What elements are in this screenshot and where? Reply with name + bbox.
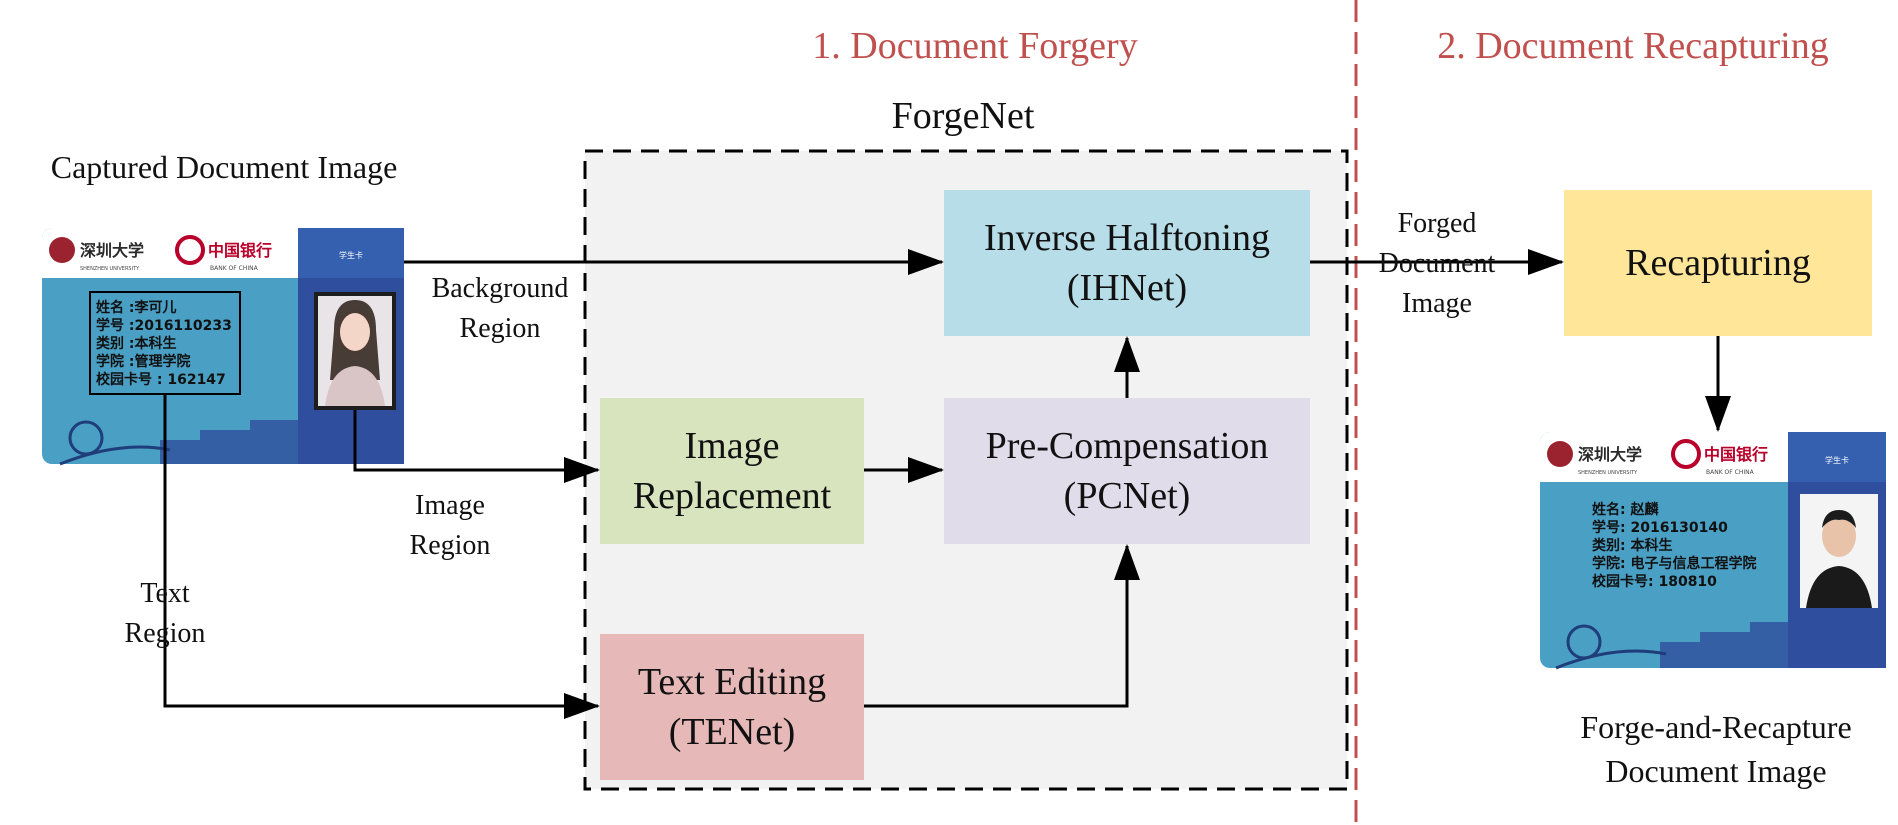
- input-card-university: 深圳大学: [80, 241, 144, 260]
- forgenet-label: ForgeNet: [892, 95, 1035, 137]
- input-card-bank: 中国银行: [208, 241, 272, 260]
- output-title-line2: Document Image: [1605, 753, 1826, 789]
- node-pcnet-line2: (PCNet): [1064, 475, 1191, 517]
- input-card-line-5: 校园卡号 : 162147: [96, 371, 226, 388]
- output-card-university-en: SHENZHEN UNIVERSITY: [1578, 470, 1638, 476]
- node-pcnet: Pre-Compensation (PCNet): [944, 398, 1310, 544]
- input-card-university-en: SHENZHEN UNIVERSITY: [80, 266, 140, 272]
- node-pcnet-line1: Pre-Compensation: [986, 425, 1269, 467]
- input-card-line-4: 学院 :管理学院: [96, 353, 190, 370]
- node-recapturing: Recapturing: [1564, 190, 1872, 336]
- node-image-replacement-line2: Replacement: [633, 475, 832, 517]
- output-card-line-1: 姓名: 赵麟: [1592, 501, 1659, 518]
- node-image-replacement: Image Replacement: [600, 398, 864, 544]
- edge-label-image-line1: Image: [415, 490, 485, 521]
- node-tenet-line1: Text Editing: [638, 661, 826, 703]
- output-card-bank-en: BANK OF CHINA: [1706, 469, 1755, 476]
- input-title: Captured Document Image: [51, 149, 398, 185]
- output-title-line1: Forge-and-Recapture: [1580, 709, 1851, 745]
- input-id-card: 学生卡 深圳大学 SHENZHEN UNIVERSITY 中国银行 BANK O…: [42, 228, 404, 466]
- output-card-university: 深圳大学: [1578, 445, 1642, 464]
- edge-label-forged-line2: Document: [1379, 248, 1496, 279]
- section-title-forgery: 1. Document Forgery: [812, 25, 1137, 67]
- input-card-line-2: 学号 :2016110233: [96, 317, 232, 334]
- edge-image-to-replacement: [353, 410, 600, 483]
- node-ihnet-line2: (IHNet): [1067, 267, 1187, 309]
- edge-label-forged-line1: Forged: [1398, 208, 1477, 239]
- input-card-line-3: 类别 :本科生: [96, 335, 176, 352]
- node-recapturing-label: Recapturing: [1625, 242, 1811, 284]
- node-tenet: Text Editing (TENet): [600, 634, 864, 780]
- edge-label-background-line2: Region: [460, 313, 541, 344]
- edge-text-to-tenet: [163, 394, 600, 719]
- node-ihnet: Inverse Halftoning (IHNet): [944, 190, 1310, 336]
- input-card-tag: 学生卡: [339, 250, 363, 260]
- node-image-replacement-line1: Image: [685, 425, 780, 467]
- output-id-card: 学生卡 深圳大学 SHENZHEN UNIVERSITY 中国银行 BANK O…: [1540, 432, 1886, 670]
- output-card-line-2: 学号: 2016130140: [1592, 519, 1728, 536]
- output-card-line-4: 学院: 电子与信息工程学院: [1592, 555, 1756, 572]
- output-card-line-5: 校园卡号: 180810: [1592, 573, 1717, 590]
- edge-label-text-line1: Text: [140, 578, 190, 609]
- input-card-line-1: 姓名 :李可儿: [96, 299, 176, 316]
- edge-label-text-line2: Region: [125, 618, 206, 649]
- edge-tenet-to-pcnet: [864, 544, 1140, 708]
- output-card-bank: 中国银行: [1704, 445, 1768, 464]
- edge-label-forged-line3: Image: [1402, 288, 1472, 319]
- output-card-photo-face: [1822, 515, 1856, 557]
- input-card-bank-en: BANK OF CHINA: [210, 265, 259, 272]
- node-ihnet-line1: Inverse Halftoning: [984, 217, 1270, 259]
- section-title-recapturing: 2. Document Recapturing: [1437, 25, 1829, 67]
- node-tenet-line2: (TENet): [669, 711, 796, 753]
- output-card-line-3: 类别: 本科生: [1592, 537, 1672, 554]
- edge-label-image-line2: Region: [410, 530, 491, 561]
- output-card-tag: 学生卡: [1825, 455, 1849, 465]
- edge-label-background-line1: Background: [432, 273, 569, 304]
